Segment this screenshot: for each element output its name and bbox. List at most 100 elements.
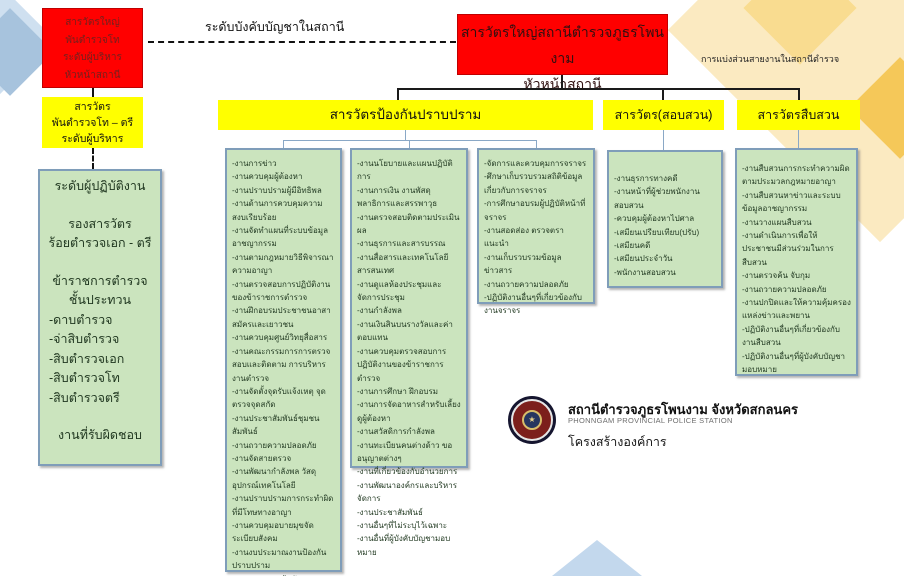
duty-column-prevention-general: -งานการข่าว -งานควบคุมผู้ต้องหา -งานปราบปร… [225, 148, 342, 576]
list-item: -งานควบคุมผู้ต้องหา [232, 172, 303, 182]
list-item: -ปฏิบัติงานอื่นๆที่เกี่ยวข้องกับงานสืบสว… [742, 324, 840, 348]
list-item: -งานธุรการทางคดี [614, 174, 678, 183]
station-name-english: PHONNGAM PROVINCIAL POLICE STATION [568, 416, 733, 425]
list-item: -พนักงานสอบสวน [614, 267, 676, 277]
list-item: สารวัตรใหญ่ [65, 17, 120, 28]
list-item: -ปฏิบัติงานอื่นๆที่ผู้บังคับบัญชามอบหมาย [742, 351, 846, 375]
list-item: -งานธุรการและสารบรรณ [357, 239, 446, 249]
subconnector-prevention-horizontal [283, 140, 537, 141]
list-item: -งานจัดทำแผนที่ระบบข้อมูลอาชญากรรม [232, 226, 328, 249]
list-item: -งานควบคุมตรวจสอบการปฏิบัติงานของข้าราชก… [357, 346, 447, 383]
list-item: -สิบตำรวจโท [49, 371, 120, 385]
list-item: -งานตรวจสอบติดตามประเมินผล [357, 212, 460, 236]
list-item: -ดาบตำรวจ [49, 312, 113, 327]
list-item: -งานเก็บรวบรวมข้อมูลข่าวสาร [484, 252, 562, 276]
list-item: หัวหน้าสถานี [64, 69, 121, 81]
duty-column-administration: -งานนโยบายและแผนปฏิบัติการ-งานการเงิน งา… [350, 148, 468, 557]
list-item: -งานสืบสวนหาข่าวและระบบข้อมูลอาชญากรรม [742, 190, 841, 214]
list-item: -งานพัฒนากำลังพล วัสดุอุปกรณ์เทคโนโลยี [232, 467, 317, 490]
list-item: -งานถวายความปลอดภัย [232, 440, 317, 450]
list-item: -งานดำเนินการเพื่อให้ประชาชนมีส่วนร่วมใน… [742, 231, 834, 267]
list-item: -งานปราบปรามการกระทำผิดที่มีโทษทางอาญา [232, 494, 334, 517]
inspector-rank-box: สารวัตรพันตำรวจโท – ตรีระดับผู้บริหาร [42, 97, 143, 148]
list-item: -งานกำลังพล [357, 306, 402, 316]
dept-interrogation-header: สารวัตร(สอบสวน) [603, 100, 724, 130]
list-item [43, 197, 157, 215]
list-item: -ปฏิบัติงานอื่นๆที่เกี่ยวข้องกับงานจราจร [484, 293, 582, 316]
station-chief-box: สารวัตรใหญ่สถานีตำรวจภูธรโพนงาม หัวหน้าส… [457, 14, 668, 92]
document-title: โครงสร้างองค์การ [568, 435, 667, 449]
connector-chief-drop [561, 75, 563, 88]
list-item: -สิบตำรวจเอก [49, 351, 125, 366]
list-item: ระดับผู้บริหาร [63, 52, 122, 63]
list-item: -งานการศึกษา ฝึกอบรม [357, 386, 439, 396]
list-item: -งานตรวจสอบการปฏิบัติงานของข้าราชการตำรว… [232, 279, 331, 303]
connector-branch-horizontal [397, 88, 800, 90]
list-item: สารวัตร [74, 101, 111, 113]
list-item: -งานปกปิดและให้ความคุ้มครองแหล่งข่าวและพ… [742, 298, 851, 321]
list-item: -งานถวายความปลอดภัย [742, 284, 827, 294]
list-item: ข้าราชการตำรวจ ชั้นประทวน [52, 273, 148, 308]
decor-triangle-blue [552, 540, 642, 576]
list-item: ร้อยตำรวจเอก - ตรี [48, 236, 152, 250]
station-chief-line1: สารวัตรใหญ่สถานีตำรวจภูธรโพนงาม [461, 24, 664, 66]
list-item: -จัดการและควบคุมการจราจร [484, 159, 587, 168]
list-item: พันตำรวจโท – ตรี [51, 117, 134, 129]
list-item: -งานอื่นๆที่ไม่ระบุไว้เฉพาะ [357, 520, 448, 530]
list-item [43, 254, 157, 272]
list-item [43, 408, 157, 426]
list-item: -เสมียนประจำวัน [614, 254, 673, 264]
list-item: ระดับผู้ปฏิบัติงาน [54, 179, 146, 193]
list-item: -งานหน้าที่ผู้ช่วยพนักงานสอบสวน [614, 187, 700, 210]
dashed-connector-horizontal [148, 41, 456, 43]
subconnector-col2-drop [409, 140, 410, 148]
list-item: -งานการจัดอาหารสำหรับเลี้ยงดูผู้ต้องหา [357, 400, 461, 423]
duty-column-interrogation: -งานธุรการทางคดี -งานหน้าที่ผู้ช่วยพนักงา… [607, 150, 723, 288]
connector-drop-detective [798, 88, 800, 100]
list-item: -สิบตำรวจตรี [49, 390, 120, 405]
dashed-connector-vertical-1 [92, 88, 94, 97]
list-item: -งานงบประมาณงานป้องกันปราบปราม [232, 547, 327, 571]
station-name-thai: สถานีตำรวจภูธรโพนงาม จังหวัดสกลนคร [568, 402, 799, 417]
list-item: -งานวางแผนสืบสวน [742, 217, 812, 227]
list-item: -งานประชาสัมพันธ์ชุมชนสัมพันธ์ [232, 413, 320, 437]
list-item: -จ่าสิบตำรวจ [49, 332, 120, 346]
dept-prevention-header: สารวัตรป้องกันปราบปราม [218, 100, 593, 130]
list-item: -เสมียนคดี [614, 241, 651, 251]
police-station-logo-icon: ★ [508, 396, 556, 444]
duty-column-traffic: -จัดการและควบคุมการจราจร -ศึกษาเก็บรวบรวม… [477, 148, 595, 315]
duty-column-detective: -งานสืบสวนการกระทำความผิดตามประมวลกฎหมาย… [735, 148, 858, 376]
list-item: รองสารวัตร [68, 216, 132, 231]
connector-drop-prevention [397, 88, 399, 100]
list-item: -งานการข่าว [232, 159, 277, 168]
list-item: -งานดูแลห้องประชุมและจัดการประชุม [357, 279, 442, 303]
list-item: -งานที่เกี่ยวข้องกับอำนวยการ [357, 467, 458, 477]
list-item: -งานเงินสินบนรางวัลและค่าตอบแทน [357, 319, 453, 343]
list-item: -งานประชาสัมพันธ์ [357, 507, 423, 517]
list-item: -งานตรวจค้น จับกุม [742, 271, 811, 281]
subconnector-detective-drop [798, 130, 799, 148]
list-item: -งานตามกฎหมายวิธีพิจารณาความอาญา [232, 252, 334, 276]
list-item: -เสมียนเปรียบเทียบ(ปรับ) [614, 227, 700, 237]
list-item: -การศึกษาอบรมผู้ปฏิบัติหน้าที่จราจร [484, 199, 586, 222]
list-item: -งานการตรวจค้นจับกุม [232, 573, 335, 576]
subconnector-col3-drop [536, 140, 537, 148]
list-item: -งานสืบสวนการกระทำความผิดตามประมวลกฎหมาย… [742, 164, 850, 187]
subconnector-col1-drop [283, 140, 284, 148]
dashed-connector-vertical-2 [92, 148, 94, 169]
logo-ring: ★ [511, 399, 553, 441]
list-item: -งานอื่นที่ผู้บังคับบัญชามอบหมาย [357, 534, 451, 557]
list-item: -งานคณะกรรมการการตรวจสอบและติดตาม การบริ… [232, 346, 331, 383]
list-item: -งานปราบปรามผู้มีอิทธิพล [232, 185, 322, 195]
chain-of-command-label: ระดับบังคับบัญชาในสถานี [205, 20, 345, 34]
list-item: -ศึกษาเก็บรวบรวมสถิติข้อมูลเกี่ยวกับการจ… [484, 172, 583, 195]
list-item: -งานทะเบียนคนต่างด้าว ขออนุญาตต่างๆ [357, 440, 453, 463]
list-item: -งานสอดส่อง ตรวจตราแนะนำ [484, 226, 564, 249]
list-item: -งานนโยบายและแผนปฏิบัติการ [357, 159, 453, 182]
subconnector-interrogation-drop [663, 130, 664, 150]
list-item: -งานควบคุมศูนย์วิทยุสื่อสาร [232, 333, 328, 343]
operator-level-box: ระดับผู้ปฏิบัติงานรองสารวัตรร้อยตำรวจเอก… [38, 169, 162, 466]
connector-drop-interrogation [662, 88, 664, 100]
list-item: -งานจัดตั้งจุดรับแจ้งเหตุ จุดตรวจจุดสกัด [232, 386, 326, 410]
